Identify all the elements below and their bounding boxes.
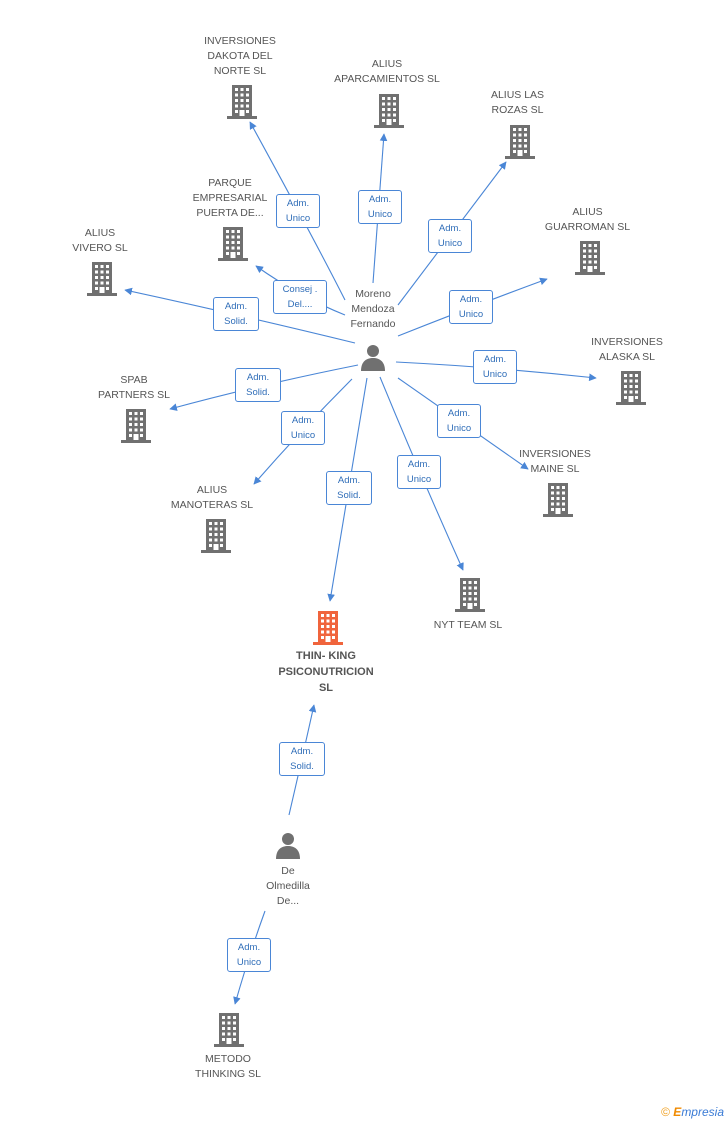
person-label-olmedilla[interactable]: De Olmedilla De... [266, 865, 310, 907]
person-label-moreno[interactable]: Moreno Mendoza Fernando [350, 288, 396, 330]
company-label-rozas[interactable]: ALIUS LAS ROZAS SL [490, 89, 545, 116]
building-icon-spab[interactable] [121, 409, 151, 443]
role-box-thinking-olmedilla[interactable]: Adm. Solid. [279, 742, 325, 776]
brand-name: mpresia [681, 1105, 724, 1119]
role-box-manoteras[interactable]: Adm. Unico [281, 411, 325, 445]
role-box-vivero[interactable]: Adm. Solid. [213, 297, 259, 331]
building-icon-alaska[interactable] [616, 371, 646, 405]
company-label-nyt[interactable]: NYT TEAM SL [433, 619, 503, 631]
company-label-vivero[interactable]: ALIUS VIVERO SL [72, 227, 128, 254]
empresia-logo: © Empresia [661, 1105, 724, 1119]
building-icon-vivero[interactable] [87, 262, 117, 296]
building-icon-guarroman[interactable] [575, 241, 605, 275]
person-icon[interactable] [359, 343, 387, 371]
role-box-maine[interactable]: Adm. Unico [437, 404, 481, 438]
building-icon-thinking[interactable] [313, 611, 343, 645]
company-label-manoteras[interactable]: ALIUS MANOTERAS SL [170, 484, 254, 511]
building-icon-parque[interactable] [218, 227, 248, 261]
building-icon-aparcamientos[interactable] [374, 94, 404, 128]
company-label-alaska[interactable]: INVERSIONES ALASKA SL [591, 336, 663, 363]
building-icon-dakota[interactable] [227, 85, 257, 119]
company-label-spab[interactable]: SPAB PARTNERS SL [98, 374, 170, 401]
role-box-parque[interactable]: Consej . Del.... [273, 280, 327, 314]
building-icon-rozas[interactable] [505, 125, 535, 159]
company-label-maine[interactable]: INVERSIONES MAINE SL [519, 448, 591, 475]
role-box-guarroman[interactable]: Adm. Unico [449, 290, 493, 324]
role-box-metodo[interactable]: Adm. Unico [227, 938, 271, 972]
company-label-dakota[interactable]: INVERSIONES DAKOTA DEL NORTE SL [204, 35, 276, 77]
role-box-thinking-moreno[interactable]: Adm. Solid. [326, 471, 372, 505]
copyright-symbol: © [661, 1105, 670, 1119]
building-icon-nyt[interactable] [455, 578, 485, 612]
role-box-rozas[interactable]: Adm. Unico [428, 219, 472, 253]
brand-initial: E [673, 1105, 682, 1119]
company-label-thinking[interactable]: THIN- KING PSICONUTRICION SL [278, 650, 374, 694]
role-box-nyt[interactable]: Adm. Unico [397, 455, 441, 489]
building-icon-manoteras[interactable] [201, 519, 231, 553]
company-label-aparcamientos[interactable]: ALIUS APARCAMIENTOS SL [334, 58, 440, 85]
company-label-metodo[interactable]: METODO THINKING SL [195, 1053, 261, 1080]
building-icon-maine[interactable] [543, 483, 573, 517]
person-icon[interactable] [274, 831, 302, 859]
role-box-dakota[interactable]: Adm. Unico [276, 194, 320, 228]
role-box-alaska[interactable]: Adm. Unico [473, 350, 517, 384]
role-box-spab[interactable]: Adm. Solid. [235, 368, 281, 402]
role-box-aparcamientos[interactable]: Adm. Unico [358, 190, 402, 224]
company-label-parque[interactable]: PARQUE EMPRESARIAL PUERTA DE... [192, 177, 268, 219]
company-label-guarroman[interactable]: ALIUS GUARROMAN SL [544, 206, 631, 233]
building-icon-metodo[interactable] [214, 1013, 244, 1047]
